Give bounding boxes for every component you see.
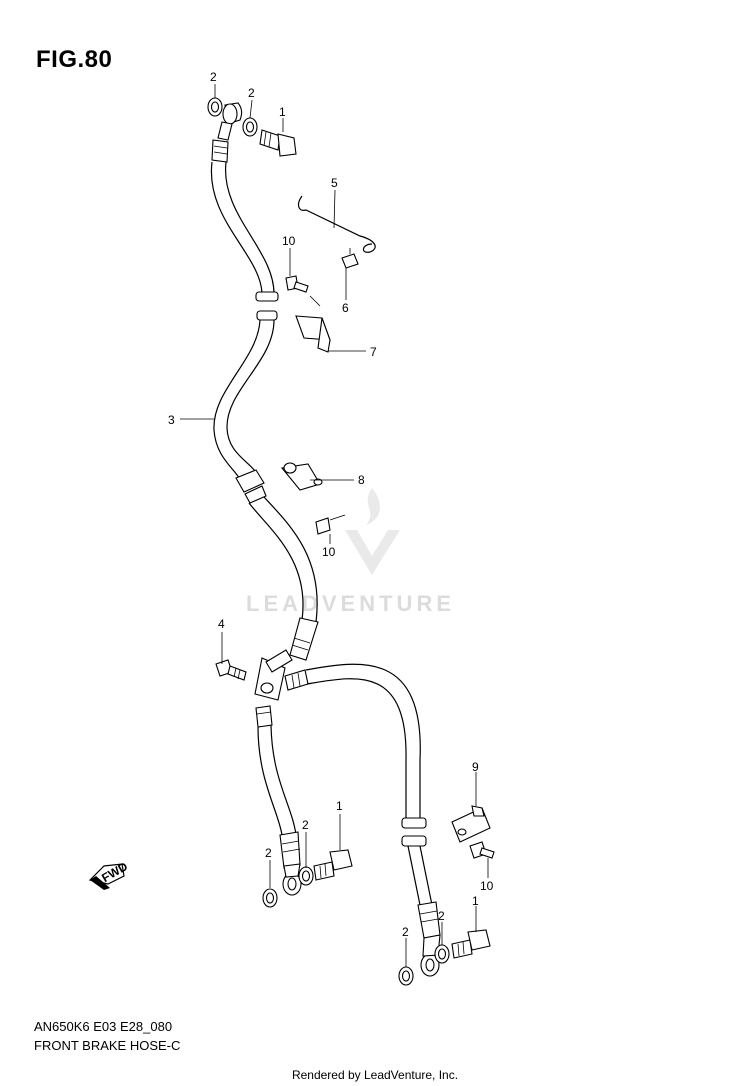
left-washer-left	[262, 888, 278, 908]
callout-washer-top-right: 2	[248, 86, 255, 100]
joint-block	[254, 649, 293, 701]
callout-bolt-4: 4	[218, 617, 225, 631]
top-banjo-fitting	[217, 102, 243, 141]
callout-washer-left-right: 2	[302, 818, 309, 832]
callout-bracket-9: 9	[472, 760, 479, 774]
clamp-wire	[297, 195, 376, 253]
brake-hose-upper	[210, 161, 275, 296]
bolt-10-top	[285, 275, 309, 293]
right-washer-right	[434, 944, 450, 964]
callout-washer-right-left: 2	[402, 925, 409, 939]
watermark-text: LEADVENTURE	[246, 591, 456, 616]
model-code: AN650K6 E03 E28_080	[34, 1019, 173, 1034]
callout-hose-3: 3	[168, 413, 175, 427]
figure-title: FIG.80	[36, 46, 113, 73]
callout-washer-top-left: 2	[210, 70, 217, 84]
bolt-6	[341, 248, 359, 269]
bolt-10-lower	[469, 841, 495, 859]
brake-hose-right-lower	[407, 845, 433, 906]
diagram-name: FRONT BRAKE HOSE-C	[34, 1038, 181, 1053]
left-washer-right	[298, 866, 314, 886]
top-washer-right	[242, 117, 258, 137]
forward-direction-arrow: FWD	[88, 859, 130, 890]
right-hose-ferrule-top	[284, 669, 309, 691]
top-washer-left	[207, 97, 223, 117]
callout-bolt-left: 1	[336, 799, 343, 813]
hose-grommet-upper	[255, 291, 279, 321]
callout-labels: 2 2 1 5 10 6 7 3 8 10 4 1 2 2 9 10 2 2 1	[168, 70, 494, 939]
callout-bolt-10-lower: 10	[480, 879, 494, 893]
callout-bolt-top: 1	[279, 105, 286, 119]
bracket-9	[451, 805, 491, 843]
right-washer-left	[398, 966, 414, 986]
brake-hose-right-branch	[305, 663, 421, 820]
callout-washer-left-left: 2	[265, 846, 272, 860]
callout-bolt-right: 1	[472, 894, 479, 908]
watermark-logo	[345, 488, 400, 575]
bracket-8	[280, 462, 323, 491]
hose-grommet-middle	[235, 469, 267, 504]
leader-lines	[180, 84, 489, 967]
left-hose-ferrule-top	[255, 705, 273, 728]
callout-bracket-7: 7	[370, 345, 377, 359]
joint-bolt	[215, 659, 247, 681]
hose-grommet-right	[401, 817, 427, 847]
right-banjo-fitting	[420, 934, 441, 977]
brake-hose-middle	[213, 319, 275, 485]
callout-clamp-wire: 5	[331, 176, 338, 190]
left-banjo-fitting	[282, 863, 302, 896]
rendered-by-credit: Rendered by LeadVenture, Inc.	[291, 1068, 459, 1082]
right-banjo-bolt	[451, 929, 491, 959]
callout-bolt-10-middle: 10	[322, 545, 336, 559]
right-hose-ferrule-bottom	[417, 901, 441, 939]
left-banjo-bolt	[313, 849, 353, 881]
brake-hose-left-branch	[257, 724, 297, 836]
lower-hose-ferrule	[289, 617, 319, 661]
upper-hose-ferrule	[211, 139, 229, 163]
bolt-10-middle	[315, 514, 346, 535]
brake-hose-lower	[248, 496, 318, 623]
callout-bracket-8: 8	[358, 473, 365, 487]
top-banjo-bolt	[259, 129, 297, 157]
callout-washer-right-right: 2	[438, 909, 445, 923]
bracket-7	[295, 295, 331, 353]
left-hose-ferrule-bottom	[279, 831, 301, 869]
callout-bolt-6: 6	[342, 301, 349, 315]
callout-bolt-10-top: 10	[282, 234, 296, 248]
